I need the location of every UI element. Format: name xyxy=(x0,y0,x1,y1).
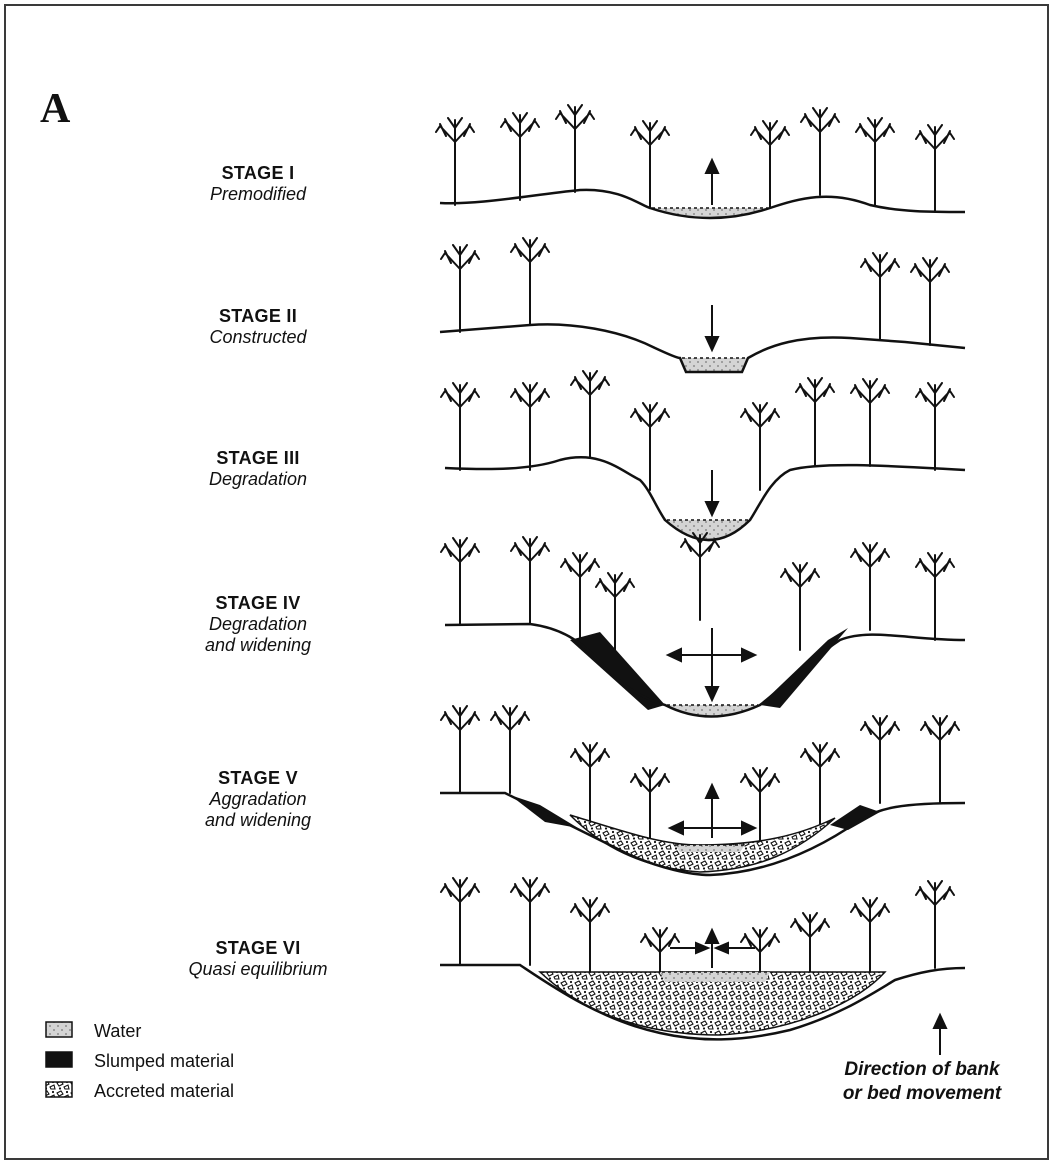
stage-3-cross-section xyxy=(441,371,965,540)
tree-icon xyxy=(796,378,834,465)
tree-icon xyxy=(511,238,549,325)
stage-4-trees xyxy=(441,533,954,660)
tree-icon xyxy=(801,743,839,830)
stage-2-water xyxy=(680,358,748,372)
stage-1-trees xyxy=(436,105,954,212)
legend-item-slumped: Slumped material xyxy=(46,1046,234,1076)
stage-2-cross-section xyxy=(440,238,965,372)
tree-icon xyxy=(571,371,609,458)
tree-icon xyxy=(441,878,479,965)
tree-icon xyxy=(801,108,839,195)
tree-icon xyxy=(916,881,954,968)
stage-5-trees xyxy=(441,706,959,855)
stage-4-slump-left xyxy=(570,632,665,710)
legend: Water Slumped material Accreted material xyxy=(46,1016,234,1106)
stage-5-arrows xyxy=(670,785,755,838)
stage-5-slump-right xyxy=(830,805,880,830)
tree-icon xyxy=(911,258,949,345)
stage-4-cross-section xyxy=(441,533,965,717)
tree-icon xyxy=(916,553,954,640)
stage-6-cross-section xyxy=(440,878,965,1039)
tree-icon xyxy=(851,379,889,466)
stage-6-arrows xyxy=(670,930,755,968)
tree-icon xyxy=(556,105,594,192)
direction-note: Direction of bank or bed movement xyxy=(812,1058,1032,1106)
tree-icon xyxy=(441,706,479,793)
tree-icon xyxy=(441,383,479,470)
stage-2-trees xyxy=(441,238,949,345)
tree-icon xyxy=(491,706,529,793)
legend-item-water: Water xyxy=(46,1016,234,1046)
tree-icon xyxy=(511,878,549,965)
tree-icon xyxy=(511,383,549,470)
stage-2-arrow-down xyxy=(706,305,718,350)
tree-icon xyxy=(441,538,479,625)
tree-icon xyxy=(436,118,474,205)
tree-icon xyxy=(851,543,889,630)
direction-note-line1: Direction of bank xyxy=(812,1058,1032,1082)
stage-3-trees xyxy=(441,371,954,490)
tree-icon xyxy=(916,383,954,470)
tree-icon xyxy=(916,125,954,212)
stage-4-ground xyxy=(445,624,965,717)
tree-icon xyxy=(741,403,779,490)
direction-note-line2: or bed movement xyxy=(812,1082,1032,1106)
stage-4-arrows xyxy=(668,628,755,700)
tree-icon xyxy=(921,716,959,803)
stage-6-water xyxy=(660,972,770,982)
legend-label-water: Water xyxy=(94,1021,141,1042)
tree-icon xyxy=(681,533,719,620)
stage-5-accreted xyxy=(570,815,835,872)
tree-icon xyxy=(501,113,539,200)
legend-label-slumped: Slumped material xyxy=(94,1051,234,1072)
tree-icon xyxy=(751,121,789,208)
tree-icon xyxy=(561,553,599,640)
tree-icon xyxy=(511,537,549,624)
tree-icon xyxy=(781,563,819,650)
stage-5-cross-section xyxy=(440,706,965,875)
tree-icon xyxy=(856,118,894,205)
direction-legend-arrow xyxy=(934,1015,946,1055)
legend-label-accreted: Accreted material xyxy=(94,1081,234,1102)
stage-1-arrow-up xyxy=(706,160,718,205)
stage-3-arrow-down xyxy=(706,470,718,515)
tree-icon xyxy=(861,716,899,803)
legend-item-accreted: Accreted material xyxy=(46,1076,234,1106)
stage-1-cross-section xyxy=(436,105,965,218)
tree-icon xyxy=(631,121,669,208)
tree-icon xyxy=(861,253,899,340)
tree-icon xyxy=(441,245,479,332)
stage-5-water xyxy=(675,845,745,852)
